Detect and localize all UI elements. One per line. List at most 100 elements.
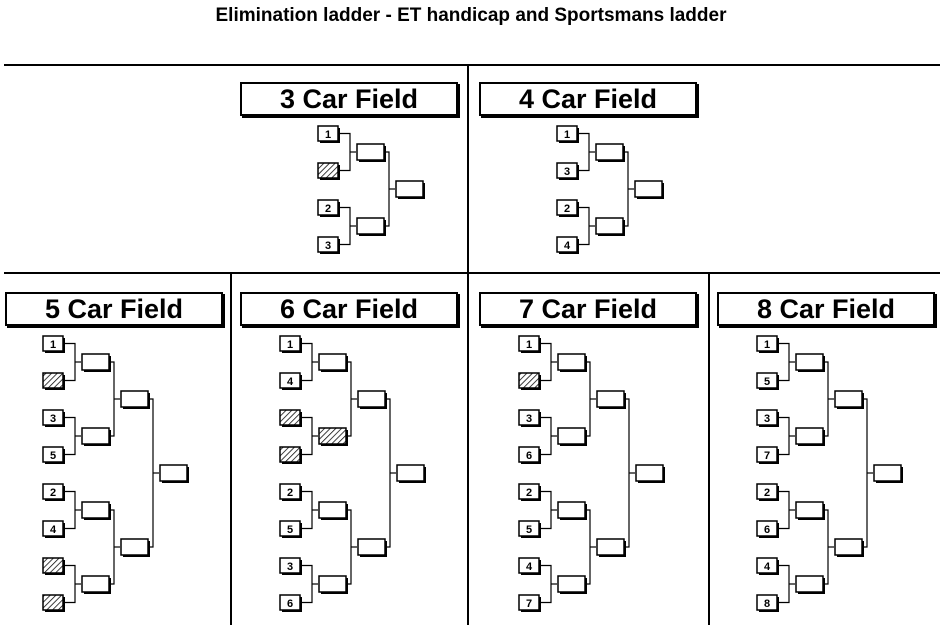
seed-box: 3 — [756, 409, 779, 427]
seed-box: 5 — [518, 520, 541, 538]
seed-number: 4 — [287, 376, 294, 388]
ladder-4: 1 4 2 5 3 6 — [279, 335, 426, 612]
winner-box — [795, 501, 825, 520]
seed-number: 1 — [564, 129, 570, 141]
seed-box: 7 — [518, 594, 541, 612]
seed-number: 4 — [564, 240, 571, 252]
field-title-6-car: 6 Car Field — [240, 292, 458, 326]
seed-box: 8 — [756, 594, 779, 612]
seed-number: 4 — [526, 561, 533, 573]
seed-box: 1 — [556, 125, 579, 143]
winner-box — [557, 501, 587, 520]
top-divider — [4, 64, 940, 66]
seed-box: 2 — [42, 483, 65, 501]
seed-number: 6 — [526, 450, 532, 462]
field-title-3-car: 3 Car Field — [240, 82, 458, 116]
lower-center-divider — [467, 272, 469, 625]
seed-number: 7 — [764, 450, 770, 462]
seed-number: 6 — [764, 524, 770, 536]
bye-slot — [279, 409, 302, 427]
seed-box: 6 — [756, 520, 779, 538]
seed-box: 2 — [317, 199, 340, 217]
seed-number: 1 — [325, 129, 331, 141]
seed-number: 5 — [287, 524, 293, 536]
winner-box — [81, 427, 111, 446]
lower-left-divider — [230, 272, 232, 625]
seed-number: 2 — [50, 487, 56, 499]
seed-box: 1 — [317, 125, 340, 143]
seed-box: 4 — [556, 236, 579, 254]
winner-box — [834, 538, 864, 557]
seed-box: 1 — [279, 335, 302, 353]
seed-box: 1 — [42, 335, 65, 353]
winner-box — [795, 353, 825, 372]
winner-box — [557, 575, 587, 594]
winner-box — [318, 575, 348, 594]
winner-box — [596, 538, 626, 557]
bye-slot — [518, 372, 541, 390]
seed-number: 3 — [564, 166, 570, 178]
winner-box — [834, 390, 864, 409]
winner-box — [120, 538, 150, 557]
seed-number: 8 — [764, 598, 770, 610]
lower-right-divider — [708, 272, 710, 625]
seed-box: 2 — [556, 199, 579, 217]
seed-number: 3 — [50, 413, 56, 425]
winner-box — [357, 390, 387, 409]
winner-box — [557, 427, 587, 446]
seed-number: 5 — [764, 376, 770, 388]
winner-box — [159, 464, 189, 483]
seed-box: 5 — [756, 372, 779, 390]
winner-box — [795, 575, 825, 594]
seed-number: 2 — [325, 203, 331, 215]
winner-box — [396, 464, 426, 483]
seed-box: 4 — [756, 557, 779, 575]
winner-box — [395, 180, 425, 199]
seed-box: 3 — [279, 557, 302, 575]
seed-box: 3 — [42, 409, 65, 427]
center-divider — [467, 64, 469, 274]
seed-number: 2 — [764, 487, 770, 499]
winner-box — [873, 464, 903, 483]
seed-number: 1 — [287, 339, 293, 351]
seed-number: 2 — [287, 487, 293, 499]
winner-box — [120, 390, 150, 409]
seed-box: 1 — [518, 335, 541, 353]
seed-number: 5 — [526, 524, 532, 536]
seed-box: 3 — [317, 236, 340, 254]
seed-number: 2 — [526, 487, 532, 499]
middle-divider — [4, 272, 940, 274]
seed-box: 5 — [279, 520, 302, 538]
winner-box — [356, 217, 386, 236]
bye-slot — [279, 446, 302, 464]
seed-box: 6 — [279, 594, 302, 612]
winner-box — [81, 575, 111, 594]
field-title-7-car: 7 Car Field — [479, 292, 697, 326]
seed-box: 3 — [556, 162, 579, 180]
ladder-6: 1 5 3 7 2 6 4 8 — [756, 335, 903, 612]
winner-box — [81, 353, 111, 372]
seed-box: 1 — [756, 335, 779, 353]
seed-number: 4 — [50, 524, 57, 536]
seed-number: 5 — [50, 450, 56, 462]
seed-number: 7 — [526, 598, 532, 610]
field-title-4-car: 4 Car Field — [479, 82, 697, 116]
seed-number: 3 — [764, 413, 770, 425]
bye-slot — [42, 594, 65, 612]
winner-box — [557, 353, 587, 372]
winner-box — [81, 501, 111, 520]
winner-box — [795, 427, 825, 446]
seed-box: 7 — [756, 446, 779, 464]
winner-box — [595, 143, 625, 162]
seed-box: 2 — [518, 483, 541, 501]
field-title-5-car: 5 Car Field — [5, 292, 223, 326]
seed-number: 3 — [287, 561, 293, 573]
winner-box — [318, 353, 348, 372]
winner-box — [595, 217, 625, 236]
seed-number: 3 — [325, 240, 331, 252]
seed-box: 5 — [42, 446, 65, 464]
bye-slot — [42, 557, 65, 575]
winner-box — [356, 143, 386, 162]
seed-box: 4 — [42, 520, 65, 538]
